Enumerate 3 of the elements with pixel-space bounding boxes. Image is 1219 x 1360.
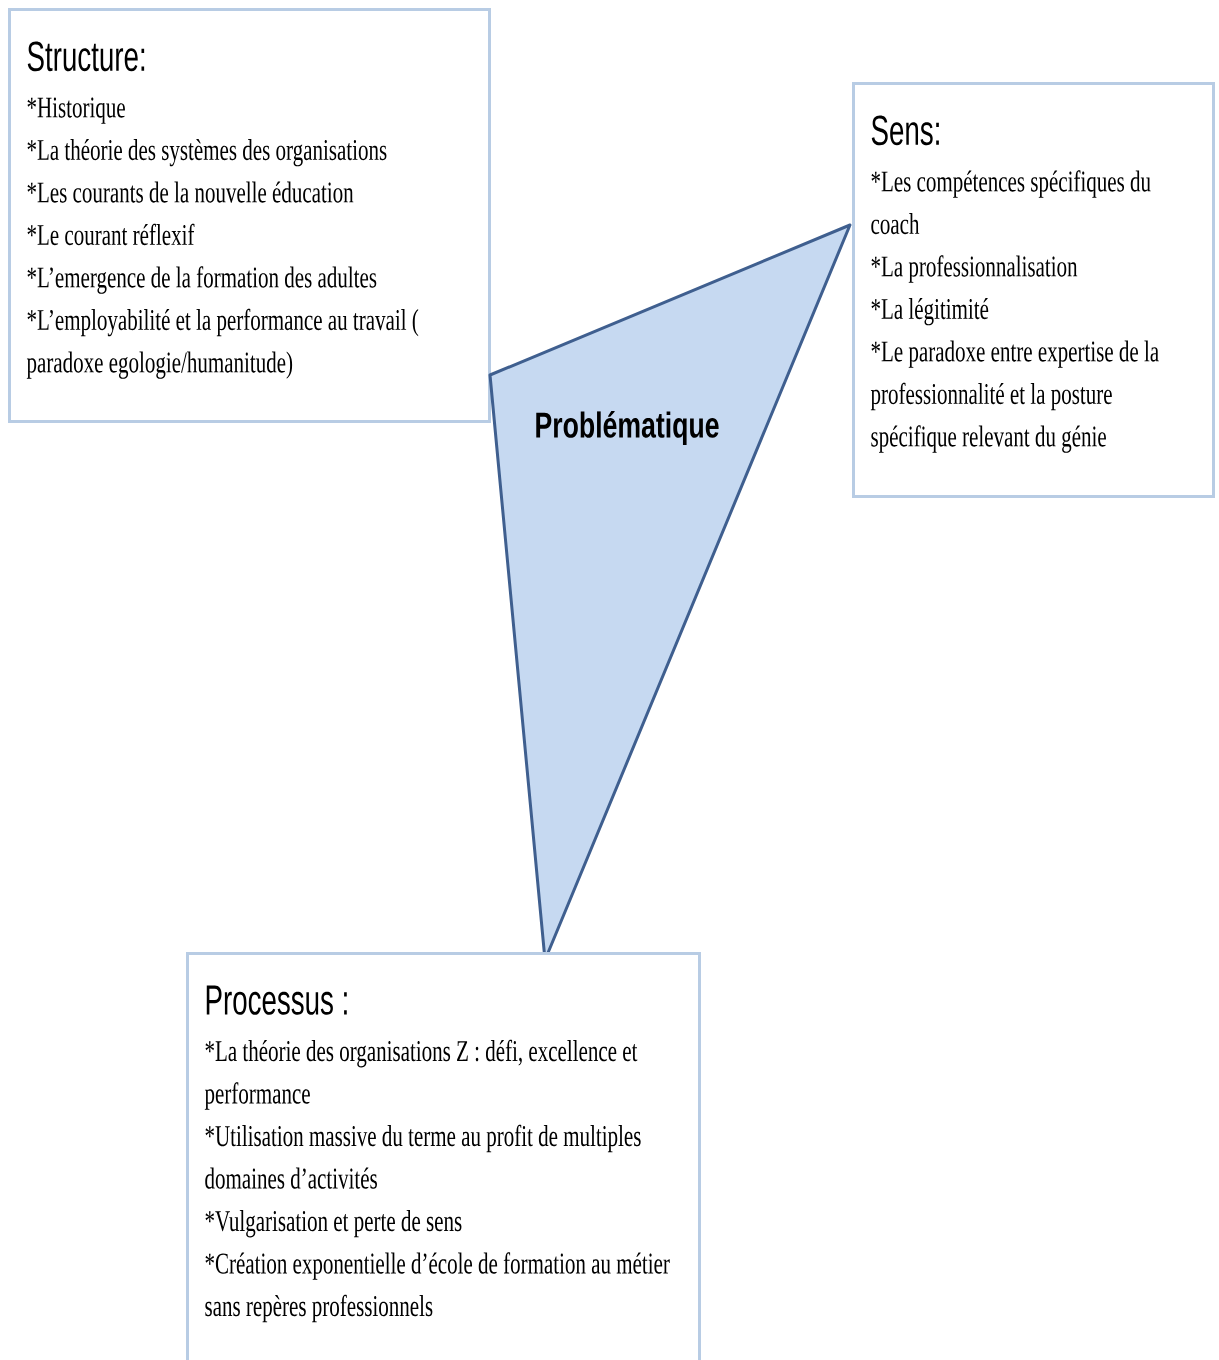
text-box: Sens: *Les compétences spécifiques du coach *La professionnalisation *La légitimité *Le paradoxe entre expertise de la professionnalité et la posture spécifique relevant du génie	[852, 82, 1215, 498]
text-box: Structure: *Historique *La théorie des systèmes des organisations *Les courants de la nouvelle éducation *Le courant réflexif *L’emergence de la formation des adultes *L’employabilité et la performance au travail ( paradoxe egologie/humanitude)	[8, 8, 491, 423]
text-box: Processus : *La théorie des organisations Z : défi, excellence et performance *Utilisation massive du terme au profit de multiples domaines d’activités *Vulgarisation et perte de sens *Création exponentielle d’école de formation au métier sans repères professionnels	[186, 952, 701, 1360]
